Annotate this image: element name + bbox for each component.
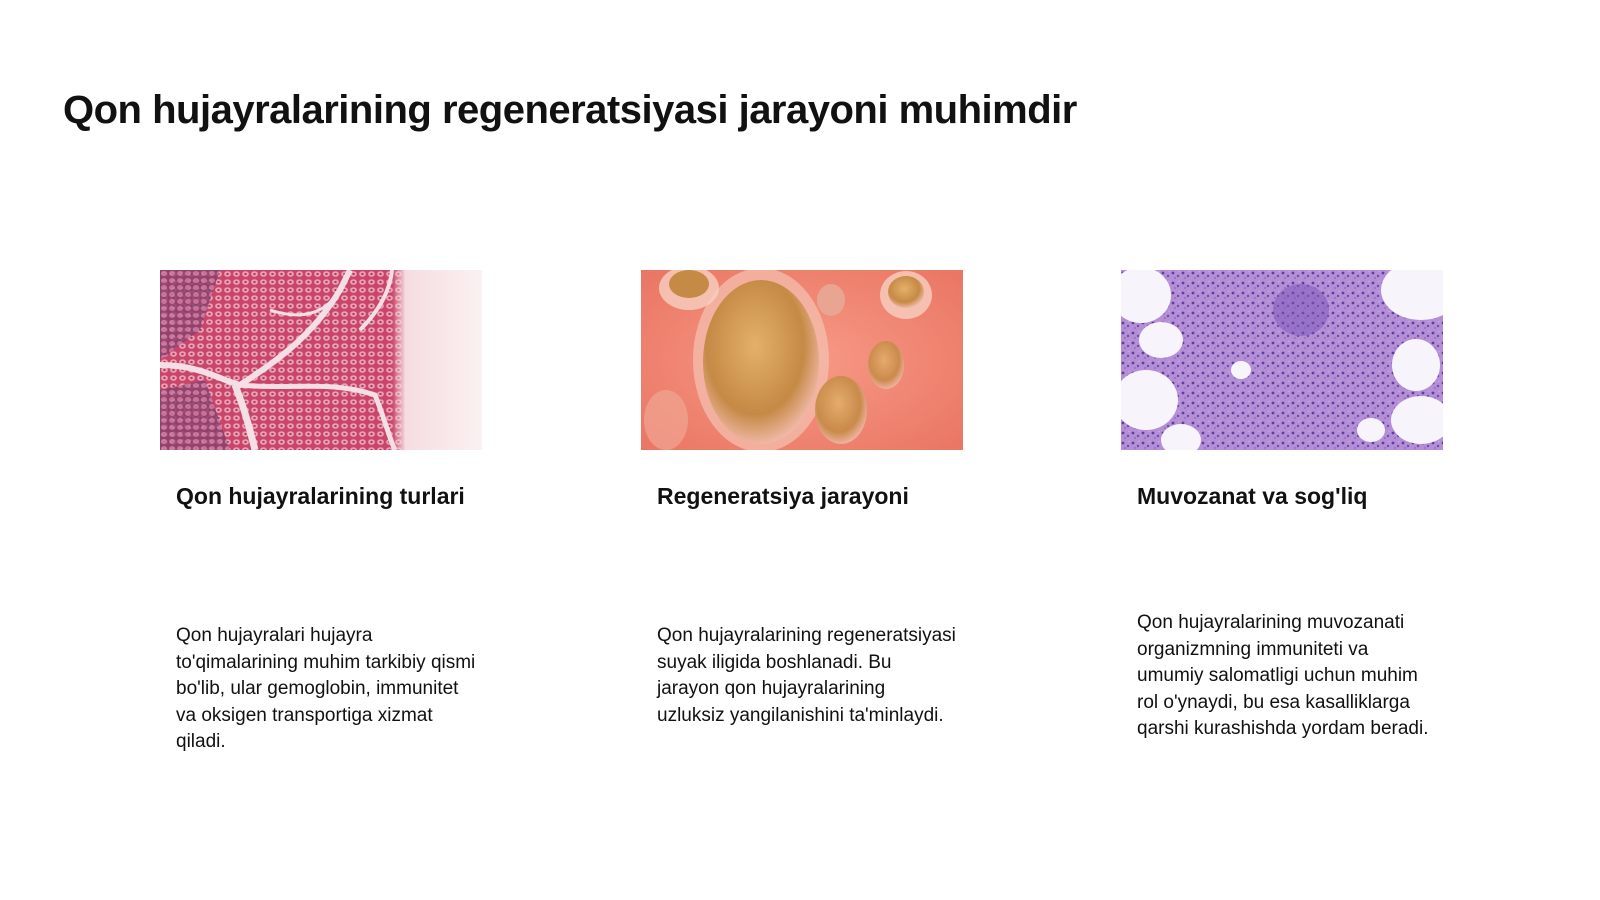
card-balance-and-health: Muvozanat va sog'liq Qon hujayralarining… [1121,270,1443,739]
card-regeneration-process: Regeneratsiya jarayoni Qon hujayralarini… [641,270,963,726]
card-heading: Regeneratsiya jarayoni [657,483,909,509]
slide-title: Qon hujayralarining regeneratsiyasi jara… [63,88,1077,132]
card-heading: Qon hujayralarining turlari [176,483,465,509]
cells-illustration-image [641,270,963,450]
bone-marrow-histology-image [1121,270,1443,450]
card-blood-cell-types: Qon hujayralarining turlari Qon hujayral… [160,270,482,752]
card-body: Qon hujayralarining regeneratsiyasi suya… [657,625,956,726]
card-heading: Muvozanat va sog'liq [1137,483,1368,509]
muscle-tissue-histology-image [160,270,482,450]
card-body: Qon hujayralarining muvozanati organizmn… [1137,612,1429,739]
card-body: Qon hujayralari hujayra to'qimalarining … [176,625,476,752]
